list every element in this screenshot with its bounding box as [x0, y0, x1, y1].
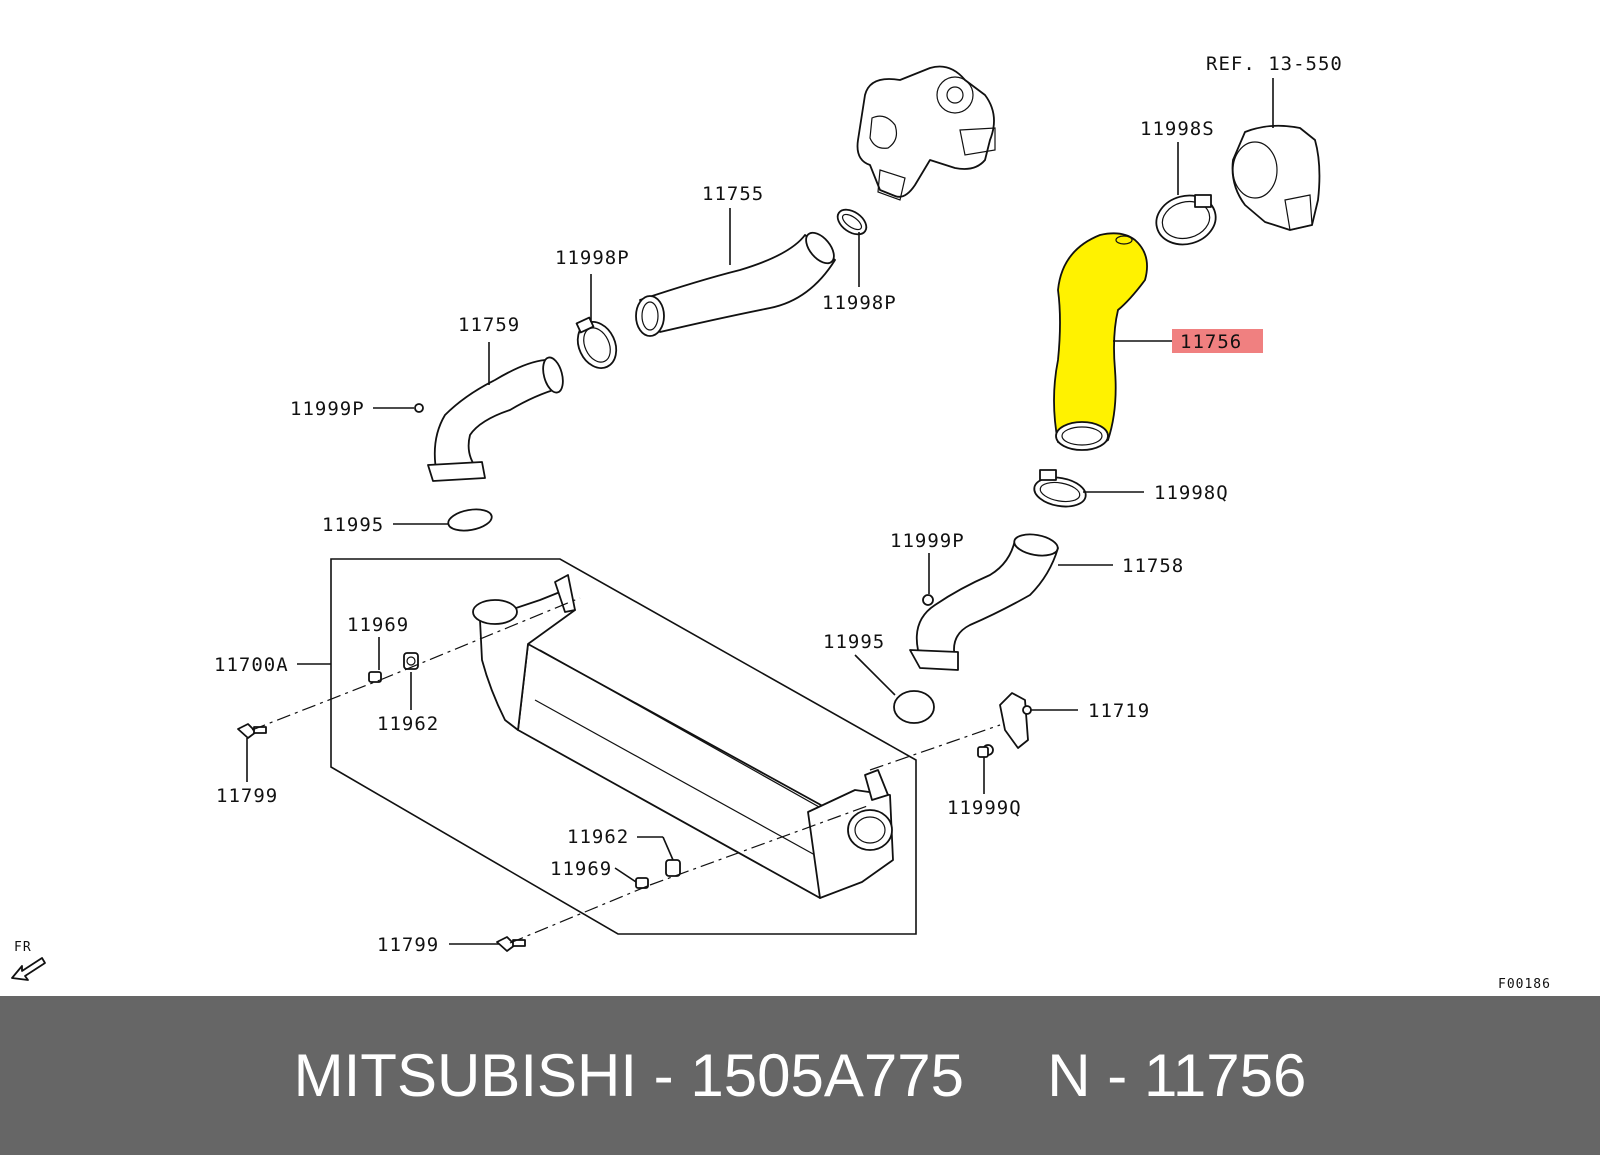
intercooler-11700A — [472, 574, 894, 899]
callout-11700A: 11700A — [214, 654, 289, 676]
callout-11999P-a: 11999P — [290, 398, 365, 420]
callout-11759: 11759 — [458, 314, 520, 336]
callout-11995-b: 11995 — [823, 631, 885, 653]
reference-label: REF. 13-550 — [1206, 53, 1343, 75]
bracket-11719 — [982, 692, 1032, 756]
fasteners — [237, 652, 989, 952]
leader-lines — [246, 142, 1179, 945]
parts-diagram: 11755 11998P 11998P REF. 13-550 11998S 1… — [11, 53, 1551, 992]
callout-11995-a: 11995 — [322, 514, 384, 536]
clamp-11998Q — [1033, 469, 1087, 508]
front-arrow-icon — [11, 957, 46, 981]
callout-11998Q: 11998Q — [1154, 482, 1229, 504]
intercooler-assembly-box — [330, 558, 917, 935]
o-ring-11995-right — [893, 690, 935, 724]
callout-11755: 11755 — [702, 183, 764, 205]
pipe-11759 — [414, 356, 564, 482]
callout-11962-a: 11962 — [377, 713, 439, 735]
throttle-body — [1231, 78, 1321, 231]
turbocharger — [856, 65, 996, 201]
callout-11998P-a: 11998P — [555, 247, 630, 269]
callout-11719: 11719 — [1088, 700, 1150, 722]
callout-11969-a: 11969 — [347, 614, 409, 636]
callout-11758: 11758 — [1122, 555, 1184, 577]
callout-11969-b: 11969 — [550, 858, 612, 880]
footer-part-number-title: MITSUBISHI - 1505A775 N - 11756 — [293, 1042, 1307, 1109]
callout-11999P-b: 11999P — [890, 530, 965, 552]
footer-bar: MITSUBISHI - 1505A775 N - 11756 — [0, 996, 1600, 1155]
callout-11998S: 11998S — [1140, 118, 1215, 140]
hose-11756-highlighted — [1053, 232, 1148, 451]
o-ring-11995-left — [447, 508, 493, 532]
front-indicator: FR — [11, 940, 46, 981]
callout-11998P-b: 11998P — [822, 292, 897, 314]
callout-11799-b: 11799 — [377, 934, 439, 956]
highlight-box-11756 — [1172, 329, 1263, 353]
callout-11999Q: 11999Q — [947, 797, 1022, 819]
clamp-11998P-right — [836, 208, 868, 236]
clamp-11998P-left — [575, 316, 618, 369]
hose-11755 — [635, 231, 836, 337]
figure-code: F00186 — [1498, 977, 1551, 992]
pipe-11758 — [909, 533, 1059, 671]
clamp-11998S — [1155, 194, 1217, 246]
front-indicator-label: FR — [14, 940, 32, 955]
callout-11756: 11756 — [1180, 331, 1242, 353]
callout-11962-b: 11962 — [567, 826, 629, 848]
callout-11799-a: 11799 — [216, 785, 278, 807]
